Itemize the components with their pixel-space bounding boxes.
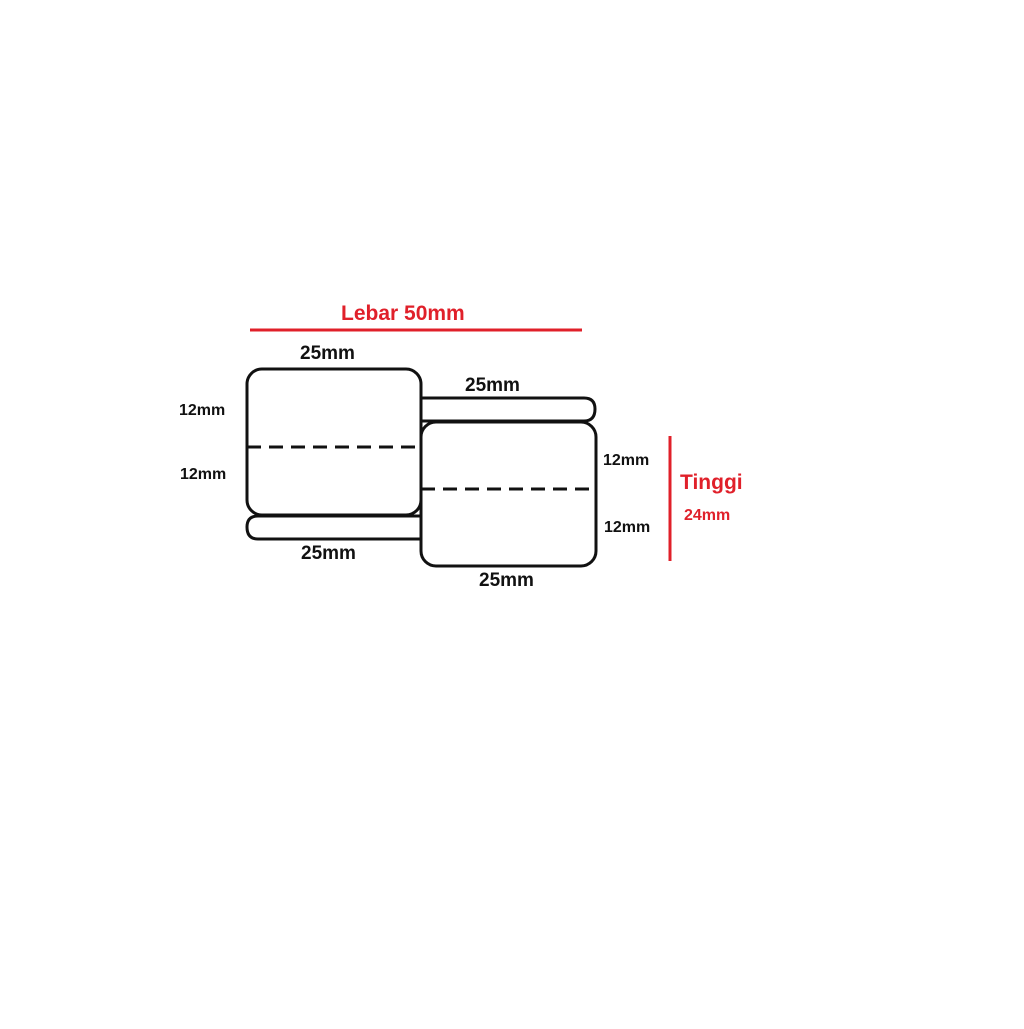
right-lower-height-label: 12mm [604,519,651,536]
left-label-outline [245,367,423,517]
bottom-right-width-label: 25mm [479,570,534,591]
lower-strip-outline [245,514,423,541]
right-label-outline [419,420,598,568]
bottom-left-width-label: 25mm [301,543,356,564]
width-title: Lebar 50mm [341,302,465,325]
upper-strip-outline [420,396,597,423]
left-lower-height-label: 12mm [180,466,227,483]
right-upper-height-label: 12mm [603,452,650,469]
left-upper-height-label: 12mm [179,402,226,419]
top-right-width-label: 25mm [465,375,520,396]
height-value: 24mm [684,507,731,524]
height-title: Tinggi [680,471,743,494]
top-left-width-label: 25mm [300,343,355,364]
